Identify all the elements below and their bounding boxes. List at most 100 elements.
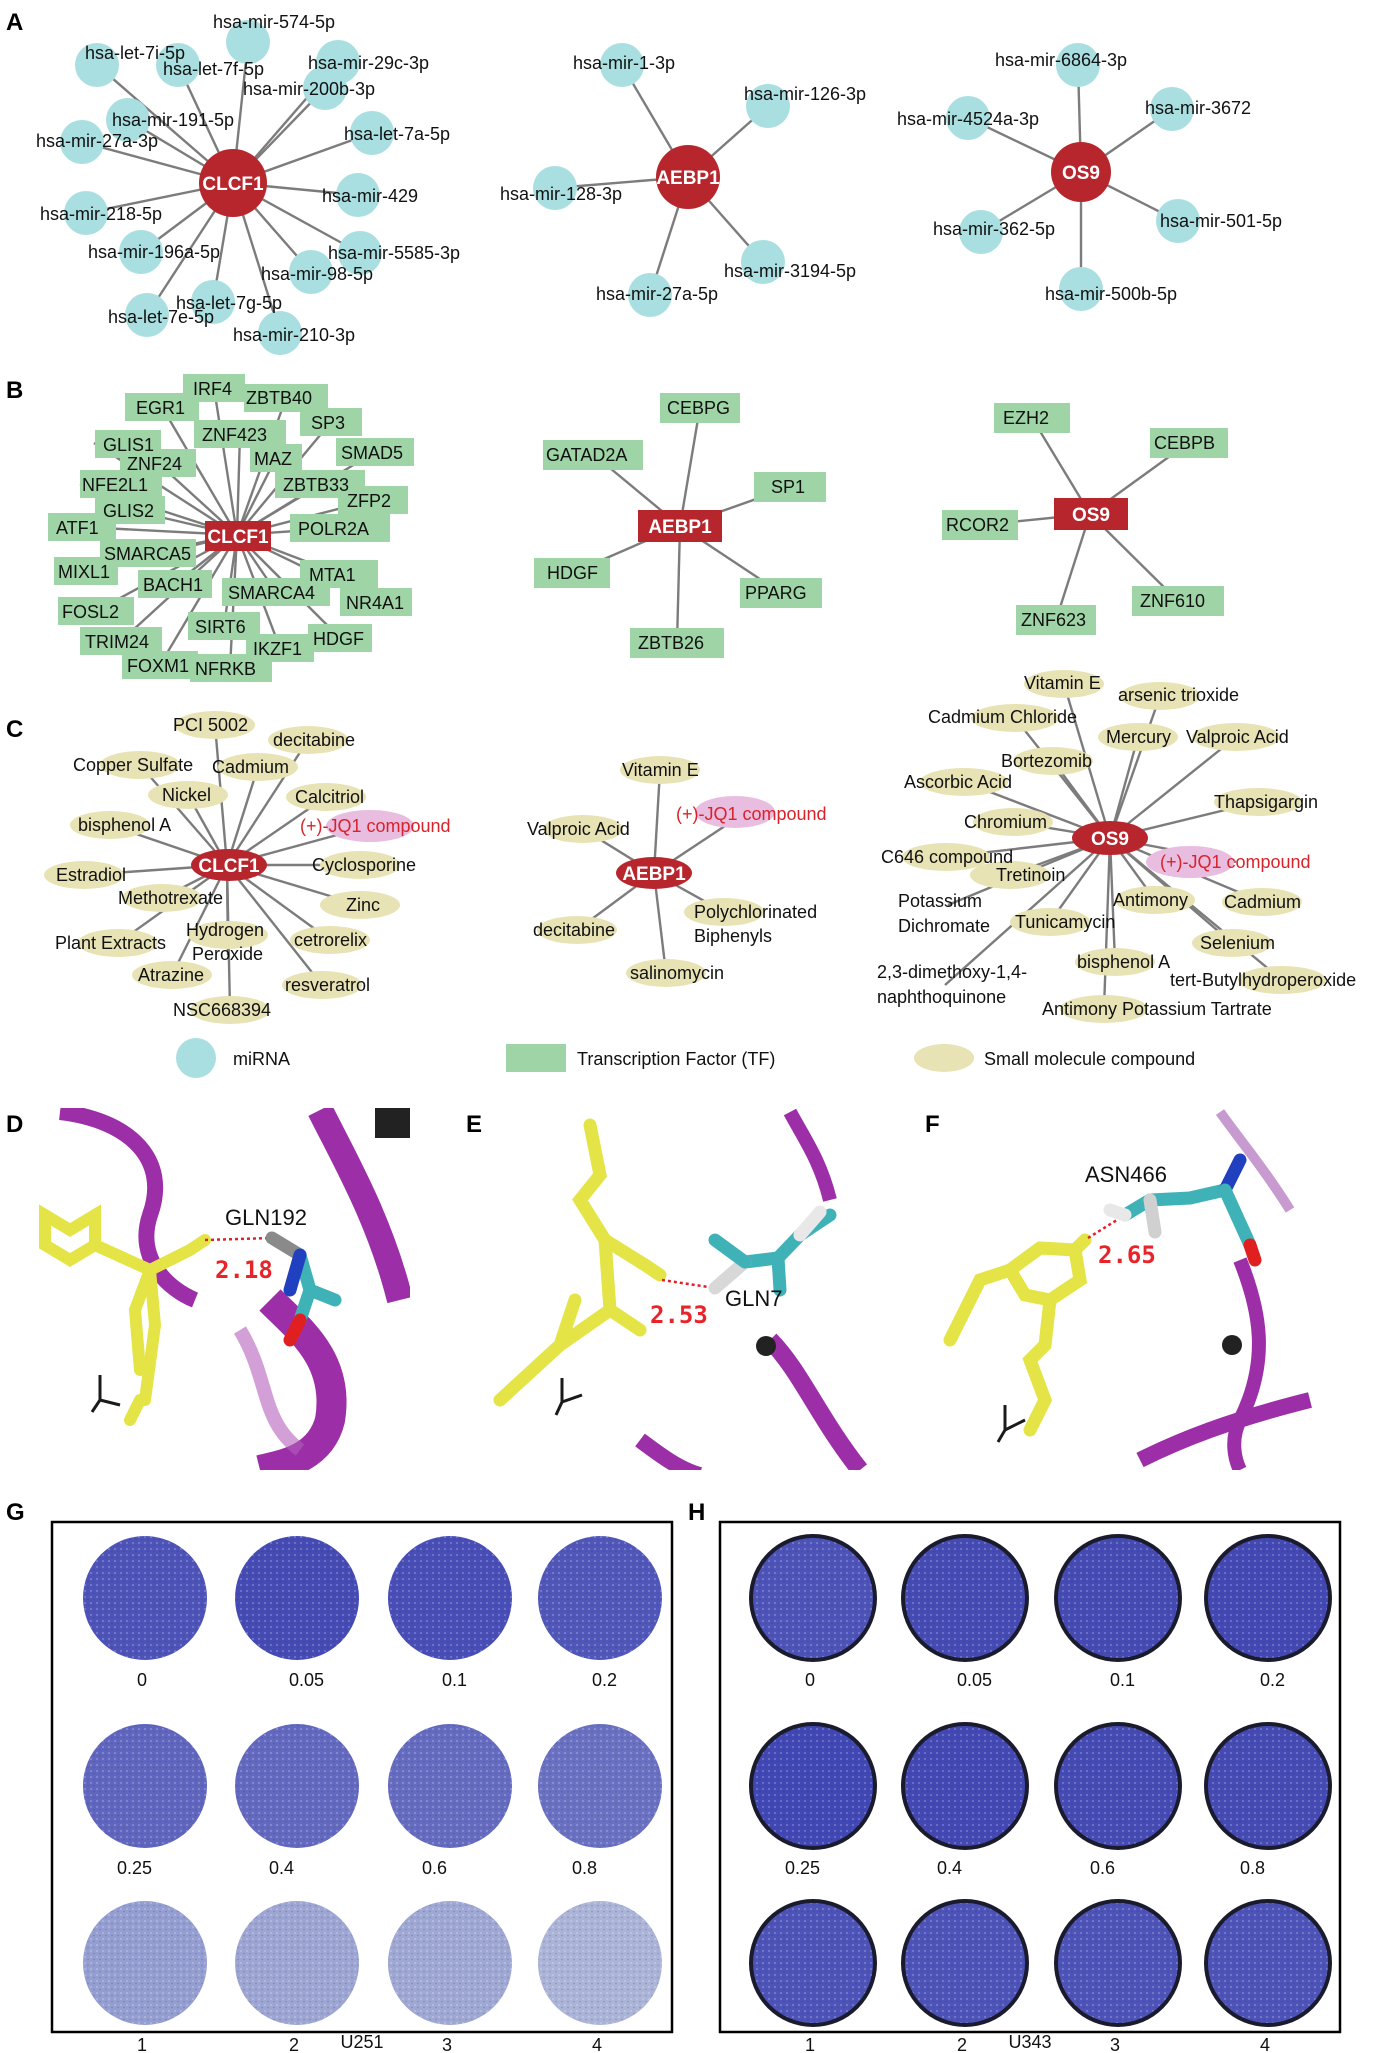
mirna-label: hsa-mir-218-5p [40, 204, 162, 224]
compound-label: Vitamin E [622, 760, 699, 780]
mirna-label: hsa-mir-574-5p [213, 12, 335, 32]
network-a-aebp1: AEBP1 hsa-mir-1-3p hsa-mir-126-3p hsa-mi… [500, 43, 866, 317]
hub-aebp1-c: AEBP1 [622, 864, 686, 885]
network-b-clcf1: CLCF1 IRF4 ZBTB40 EGR1 SP3 ZNF423 GLIS1 … [48, 374, 414, 682]
plate-well: 1 [749, 1899, 877, 2053]
dose-label: 3 [442, 2035, 452, 2053]
compound-label: Ascorbic Acid [904, 772, 1012, 792]
mirna-label: hsa-mir-191-5p [112, 110, 234, 130]
compound-label: Atrazine [138, 965, 204, 985]
compound-label: Peroxide [192, 944, 263, 964]
docking-panel-e: 2.53 GLN7 [488, 1108, 870, 1470]
compound-label: Zinc [346, 895, 380, 915]
compound-label: tert-Butylhydroperoxide [1170, 970, 1356, 990]
network-b-os9: OS9 EZH2 CEBPB RCOR2 ZNF623 ZNF610 [942, 403, 1228, 635]
compound-label: resveratrol [285, 975, 370, 995]
compound-label: naphthoquinone [877, 987, 1006, 1007]
compound-label: 2,3-dimethoxy-1,4- [877, 962, 1027, 982]
compound-label: arsenic trioxide [1118, 685, 1239, 705]
mirna-label: hsa-mir-4524a-3p [897, 109, 1039, 129]
dose-label: 0.25 [785, 1858, 820, 1878]
plate-well: 0.4 [235, 1724, 359, 1878]
tf-label: ZNF24 [127, 454, 182, 474]
tf-label: FOXM1 [127, 656, 189, 676]
mirna-label: hsa-mir-362-5p [933, 219, 1055, 239]
plate-well: 1 [83, 1901, 207, 2053]
tf-label: TRIM24 [85, 632, 149, 652]
mirna-label: hsa-mir-196a-5p [88, 242, 220, 262]
dose-label: 0.05 [957, 1670, 992, 1690]
mirna-label: hsa-mir-3194-5p [724, 261, 856, 281]
mirna-label: hsa-mir-98-5p [261, 264, 373, 284]
docking-e-residue: GLN7 [725, 1286, 782, 1311]
panel-label-a: A [6, 9, 23, 36]
compound-label: Cadmium Chloride [928, 707, 1077, 727]
dose-label: 0.8 [1240, 1858, 1265, 1878]
compound-label: Polychlorinated [694, 902, 817, 922]
tf-label: SP1 [771, 477, 805, 497]
mirna-label: hsa-mir-27a-5p [596, 284, 718, 304]
compound-label: Calcitriol [295, 787, 364, 807]
plate-well: 0.25 [749, 1722, 877, 1878]
tf-label: NR4A1 [346, 593, 404, 613]
hub-aebp1-a: AEBP1 [656, 168, 720, 189]
tf-label: PPARG [745, 583, 807, 603]
dose-label: 0.6 [422, 1858, 447, 1878]
compound-label: salinomycin [630, 963, 724, 983]
compound-label: bisphenol A [78, 815, 171, 835]
compound-label: Thapsigargin [1214, 792, 1318, 812]
tf-label: IRF4 [193, 379, 232, 399]
tf-label: FOSL2 [62, 602, 119, 622]
compound-label-highlight: (+)-JQ1 compound [1160, 852, 1311, 872]
compound-label: Cyclosporine [312, 855, 416, 875]
legend-mirna-swatch [176, 1038, 216, 1078]
compound-label: Methotrexate [118, 888, 223, 908]
mirna-label: hsa-mir-3672 [1145, 98, 1251, 118]
mirna-label: hsa-mir-429 [322, 186, 418, 206]
compound-label: NSC668394 [173, 1000, 271, 1020]
tf-label: MAZ [254, 449, 292, 469]
tf-label: NFE2L1 [82, 475, 148, 495]
compound-label: Copper Sulfate [73, 755, 193, 775]
dose-label: 3 [1110, 2035, 1120, 2053]
tf-label: EZH2 [1003, 408, 1049, 428]
hub-clcf1-a: CLCF1 [202, 174, 264, 195]
docking-d-residue: GLN192 [225, 1205, 307, 1230]
legend-compound-label: Small molecule compound [984, 1049, 1195, 1069]
compound-label: decitabine [533, 920, 615, 940]
compound-label-highlight: (+)-JQ1 compound [300, 816, 451, 836]
hub-aebp1-b: AEBP1 [648, 517, 712, 538]
compound-label: Vitamin E [1024, 673, 1101, 693]
docking-f-residue: ASN466 [1085, 1162, 1167, 1187]
cell-line-u251: U251 [340, 2032, 383, 2052]
hub-os9-a: OS9 [1062, 163, 1100, 184]
mirna-label: hsa-let-7a-5p [344, 124, 450, 144]
compound-label: Tretinoin [996, 865, 1065, 885]
tf-label: ZNF423 [202, 425, 267, 445]
mirna-label: hsa-mir-501-5p [1160, 211, 1282, 231]
compound-label: Potassium [898, 891, 982, 911]
legend-tf-swatch [506, 1044, 566, 1072]
network-c-aebp1: AEBP1 Vitamin E (+)-JQ1 compound Valproi… [527, 756, 827, 987]
legend: miRNA Transcription Factor (TF) Small mo… [176, 1038, 1195, 1078]
mirna-label: hsa-mir-126-3p [744, 84, 866, 104]
compound-label-highlight: (+)-JQ1 compound [676, 804, 827, 824]
tf-label: ZBTB26 [638, 633, 704, 653]
panel-label-e: E [466, 1111, 482, 1138]
dose-label: 0 [805, 1670, 815, 1690]
plate-well: 0.05 [235, 1536, 359, 1690]
panel-label-g: G [6, 1499, 25, 1526]
plate-well: 0.8 [538, 1724, 662, 1878]
plate-well: 4 [538, 1901, 662, 2053]
tf-label: ZNF610 [1140, 591, 1205, 611]
compound-label: Plant Extracts [55, 933, 166, 953]
tf-label: GATAD2A [546, 445, 627, 465]
plate-well: 0.2 [538, 1536, 662, 1690]
compound-label: Valproic Acid [1186, 727, 1289, 747]
mirna-label: hsa-mir-29c-3p [308, 53, 429, 73]
tf-label: EGR1 [136, 398, 185, 418]
tf-label: POLR2A [298, 519, 369, 539]
hub-os9-b: OS9 [1072, 505, 1110, 526]
